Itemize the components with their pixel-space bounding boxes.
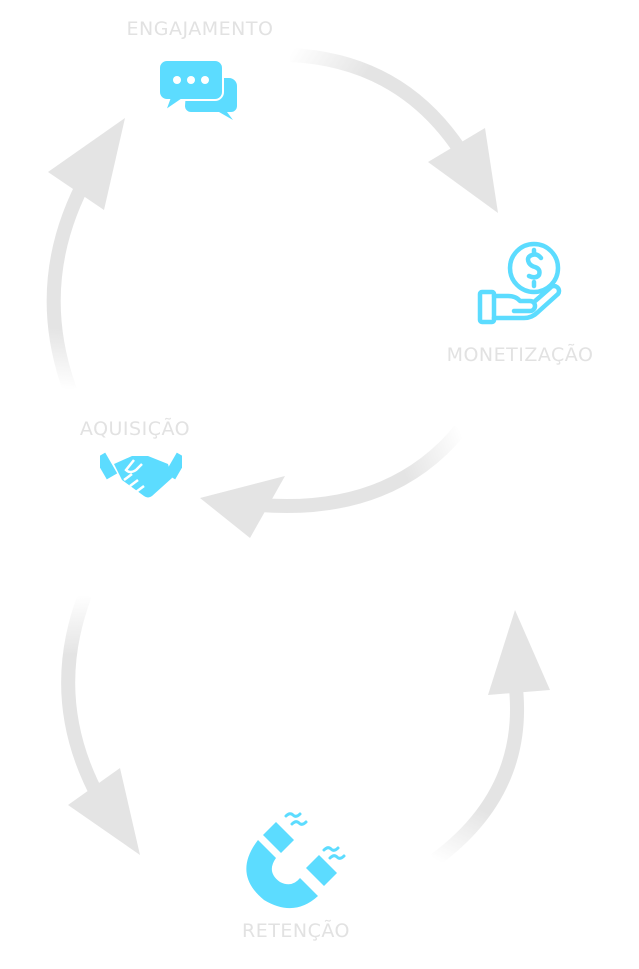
arrow-monetizacao-to-aquisicao xyxy=(200,425,466,538)
magnet-icon xyxy=(246,812,346,909)
label-monetizacao: MONETIZAÇÃO xyxy=(446,344,594,366)
arrow-aquisicao-to-retencao xyxy=(61,592,140,855)
handshake-icon xyxy=(100,452,182,498)
label-aquisicao: AQUISIÇÃO xyxy=(79,418,191,440)
arrow-engajamento-to-monetizacao xyxy=(289,48,498,213)
hand-coin-icon xyxy=(477,241,562,325)
label-engajamento: ENGAJAMENTO xyxy=(126,18,274,40)
label-retencao: RETENÇÃO xyxy=(242,920,350,942)
arrow-aquisicao-to-engajamento xyxy=(46,118,125,393)
arrow-retencao-to-monetizacao xyxy=(430,610,550,866)
chat-bubbles-icon xyxy=(159,59,237,120)
